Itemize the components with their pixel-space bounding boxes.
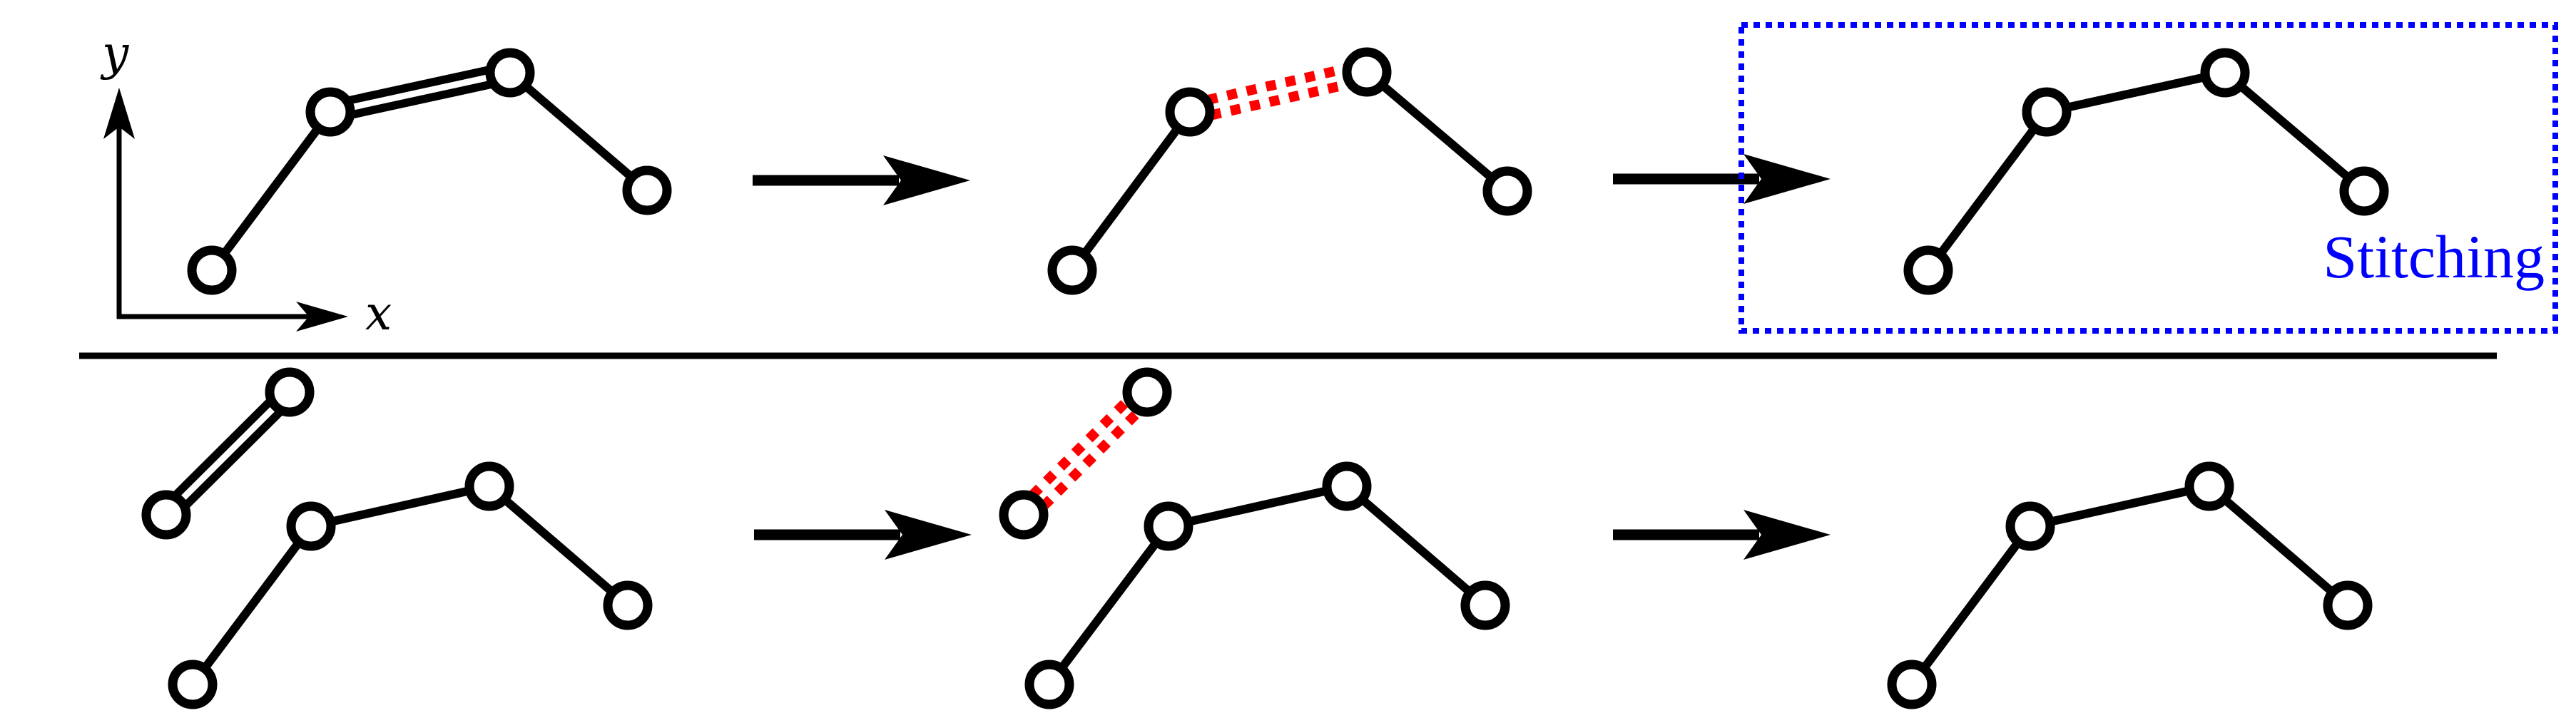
double-edge	[158, 384, 298, 523]
graph-panel-top-cut	[1047, 47, 1532, 295]
edges	[1014, 383, 1488, 687]
edges	[1925, 68, 2367, 273]
transition-arrow-icon	[753, 155, 970, 205]
graph-panel-bottom-result	[1887, 461, 2373, 709]
x-axis-arrowhead-icon	[296, 302, 348, 332]
y-axis-label: y	[100, 26, 129, 81]
node-circle-icon	[1903, 245, 1953, 295]
node-circle-icon	[1144, 501, 1193, 551]
graph-panel-bottom-before	[141, 367, 653, 709]
nodes	[1047, 47, 1532, 295]
node-circle-icon	[1165, 87, 1215, 137]
red-dashed-cut-edge	[1187, 59, 1370, 125]
node-circle-icon	[2022, 87, 2072, 137]
solid-edge	[2222, 69, 2367, 195]
edges	[158, 384, 631, 687]
node-circle-icon	[2323, 580, 2373, 630]
solid-edge	[2045, 68, 2226, 116]
node-circle-icon	[168, 660, 218, 709]
solid-edge	[1167, 482, 1348, 530]
coordinate-axes	[103, 88, 348, 332]
stitching-label: Stitching	[2323, 222, 2545, 291]
nodes	[187, 48, 672, 295]
edges	[208, 61, 650, 273]
node-circle-icon	[1342, 47, 1392, 97]
y-axis-arrowhead-icon	[103, 88, 135, 139]
graph-panel-top-stitched	[1903, 48, 2389, 295]
red-dashed-line	[1025, 394, 1156, 524]
double-edge-inner	[330, 69, 511, 116]
solid-edge	[1069, 109, 1193, 273]
transition-arrows	[753, 154, 1831, 560]
nodes	[141, 367, 653, 709]
node-circle-icon	[187, 245, 237, 295]
stitching-dashed-box	[1738, 22, 2558, 334]
solid-edge	[1046, 523, 1172, 687]
solid-edge	[189, 523, 315, 687]
edges	[1908, 482, 2351, 687]
solid-edge	[2029, 482, 2211, 530]
graph-panel-bottom-cut	[999, 367, 1510, 709]
solid-edge	[310, 482, 491, 530]
arrowhead-icon	[1743, 154, 1831, 204]
red-dashed-line	[1014, 383, 1146, 513]
node-circle-icon	[2200, 48, 2250, 98]
solid-edge	[208, 109, 334, 273]
double-edge	[327, 61, 513, 123]
red-dashed-cut-edge	[1014, 383, 1156, 524]
graph-panels	[141, 47, 2389, 709]
nodes	[999, 367, 1510, 709]
node-circle-icon	[999, 490, 1049, 540]
node-circle-icon	[1482, 166, 1532, 216]
solid-edge	[1925, 109, 2050, 273]
node-circle-icon	[2184, 461, 2234, 511]
nodes	[1887, 461, 2373, 709]
node-circle-icon	[2005, 501, 2055, 551]
solid-edge	[1364, 68, 1510, 195]
transition-arrow-icon	[1613, 510, 1831, 560]
arrowhead-icon	[1743, 510, 1831, 560]
node-circle-icon	[603, 580, 653, 630]
solid-edge	[507, 69, 650, 194]
node-circle-icon	[286, 501, 336, 551]
node-circle-icon	[265, 367, 315, 417]
arrowhead-icon	[883, 155, 970, 205]
node-circle-icon	[1122, 367, 1172, 417]
node-circle-icon	[622, 165, 672, 215]
graph-panel-top-before	[187, 48, 672, 295]
edges	[1069, 59, 1510, 273]
solid-edge	[1344, 483, 1488, 609]
solid-edge	[487, 483, 631, 609]
solid-edge	[1908, 523, 2034, 687]
x-axis-label: x	[365, 286, 392, 341]
nodes	[1903, 48, 2389, 295]
node-circle-icon	[1887, 660, 1937, 709]
node-circle-icon	[485, 48, 535, 98]
transition-arrow-icon	[754, 510, 972, 560]
node-circle-icon	[305, 87, 355, 137]
node-circle-icon	[1047, 245, 1097, 295]
solid-edge	[2206, 483, 2351, 609]
stitching-box	[1738, 22, 2558, 334]
node-circle-icon	[141, 490, 191, 540]
node-circle-icon	[1460, 580, 1510, 630]
transition-arrow-icon	[1613, 154, 1831, 204]
node-circle-icon	[1322, 461, 1372, 511]
node-circle-icon	[464, 461, 514, 511]
node-circle-icon	[2339, 166, 2389, 216]
node-circle-icon	[1024, 660, 1074, 709]
red-dashed-line	[1190, 74, 1370, 125]
arrowhead-icon	[885, 510, 972, 560]
double-edge-inner	[163, 389, 292, 518]
